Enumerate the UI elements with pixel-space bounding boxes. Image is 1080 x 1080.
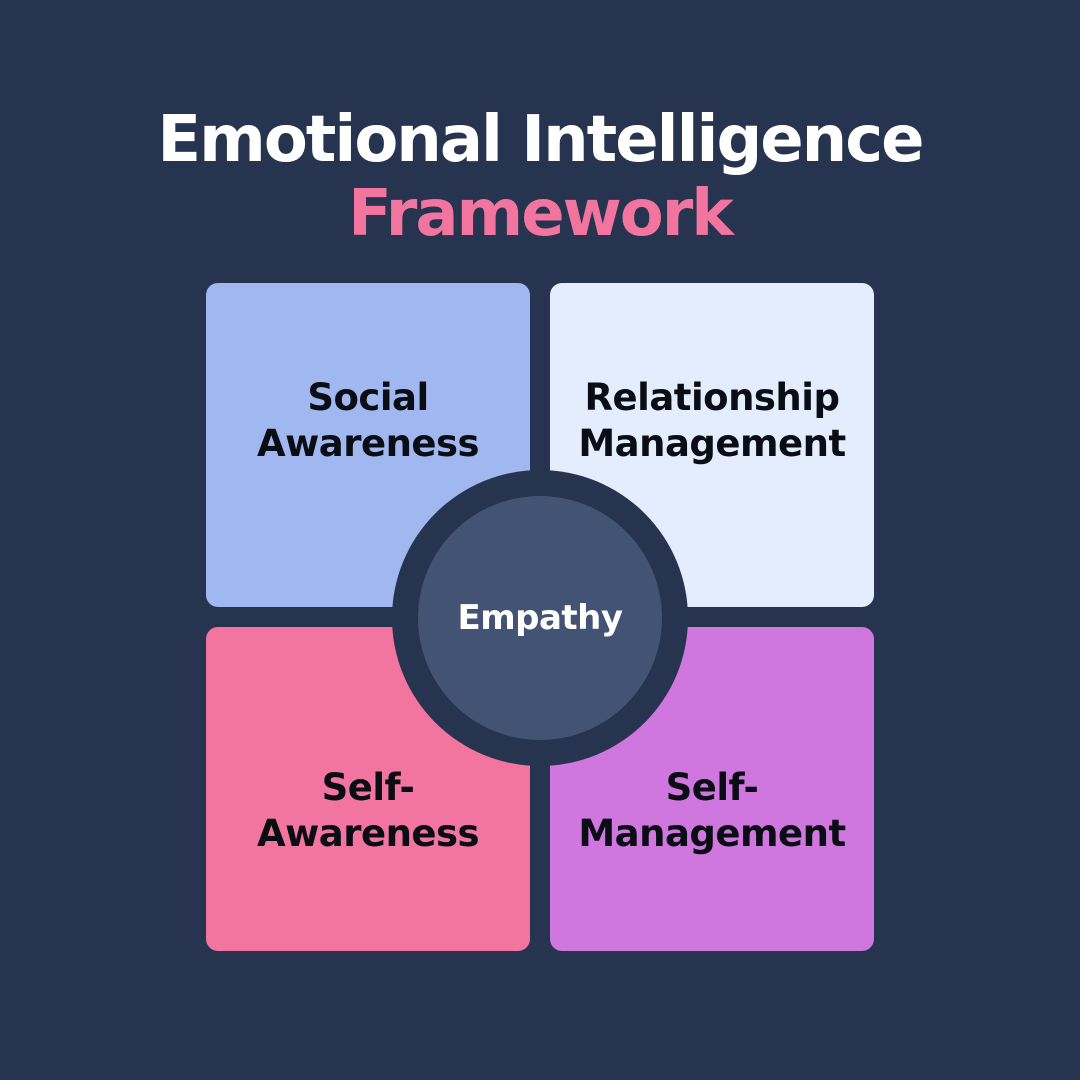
- quadrant-label: Self- Awareness: [206, 765, 530, 857]
- quadrant-label-line: Self-: [321, 766, 415, 809]
- quadrant-label-line: Management: [578, 422, 846, 465]
- quadrant-label-line: Awareness: [256, 422, 480, 465]
- center-hub: Empathy: [418, 496, 662, 740]
- quadrant-label-line: Relationship: [584, 376, 840, 419]
- quadrant-social-awareness: Social Awareness: [206, 283, 530, 607]
- quadrant-label: Self- Management: [550, 765, 874, 857]
- quadrant-label: Relationship Management: [550, 375, 874, 467]
- quadrant-label: Social Awareness: [206, 375, 530, 467]
- center-hub-label: Empathy: [457, 598, 623, 638]
- quadrant-label-line: Self-: [665, 766, 759, 809]
- title-line-2: Framework: [348, 177, 734, 251]
- title-line-1: Emotional Intelligence: [157, 103, 924, 177]
- quadrant-label-line: Management: [578, 812, 846, 855]
- quadrant-label-line: Social: [307, 376, 429, 419]
- quadrant-label-line: Awareness: [256, 812, 480, 855]
